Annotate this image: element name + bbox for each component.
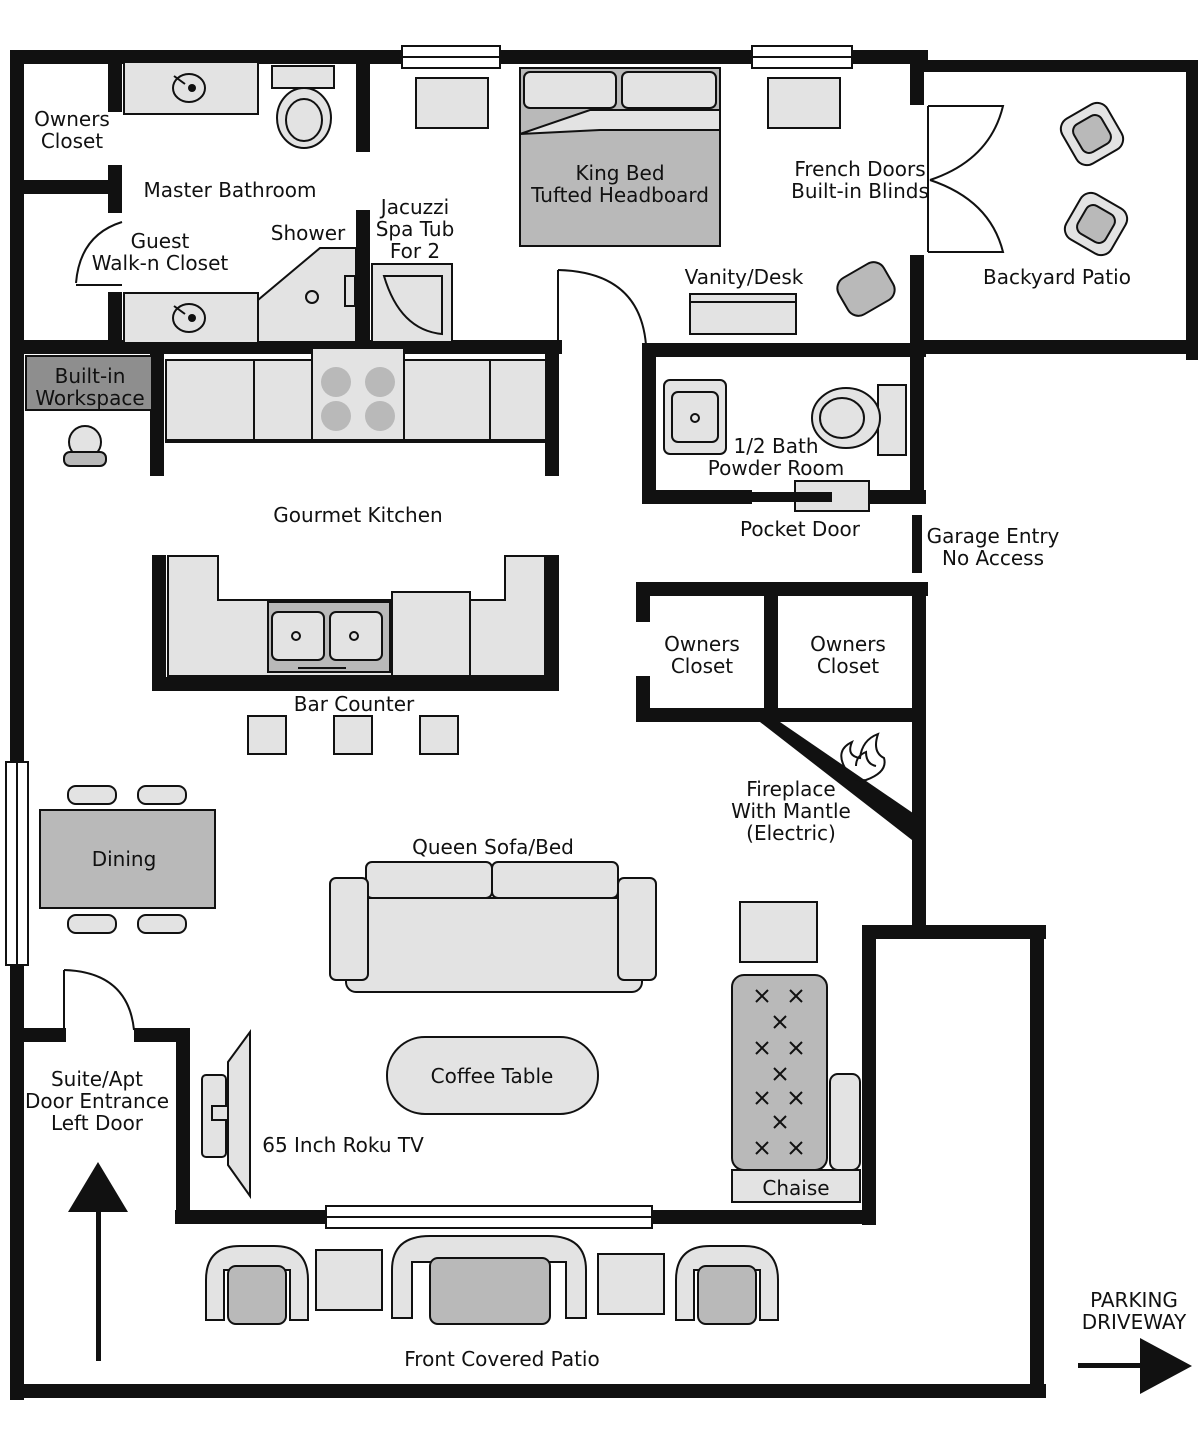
label-tv: 65 Inch Roku TV bbox=[262, 1133, 424, 1157]
label-fireplace-1: Fireplace bbox=[746, 777, 836, 801]
powder-room-fixtures bbox=[663, 379, 907, 456]
label-king-bed-2: Tufted Headboard bbox=[530, 183, 709, 207]
label-parking-1: PARKING bbox=[1090, 1288, 1178, 1312]
toilet-icon bbox=[271, 65, 335, 149]
label-bar-counter: Bar Counter bbox=[294, 692, 415, 716]
label-french-doors-2: Built-in Blinds bbox=[791, 179, 929, 203]
side-table bbox=[739, 901, 818, 963]
arrow-up-icon bbox=[68, 1162, 128, 1361]
label-shower: Shower bbox=[271, 221, 346, 245]
label-kitchen: Gourmet Kitchen bbox=[273, 503, 442, 527]
label-entrance-1: Suite/Apt bbox=[51, 1067, 143, 1091]
label-garage-1: Garage Entry bbox=[927, 524, 1060, 548]
kitchen-island bbox=[152, 555, 559, 691]
windows bbox=[5, 45, 853, 1229]
master-bath-fixtures bbox=[123, 61, 453, 344]
walls bbox=[10, 50, 1198, 1400]
kitchen-upper-counters bbox=[165, 347, 547, 443]
label-workspace-1: Built-in bbox=[55, 364, 126, 388]
king-bed bbox=[519, 67, 721, 247]
label-jacuzzi-2: Spa Tub bbox=[376, 217, 455, 241]
label-sofa: Queen Sofa/Bed bbox=[412, 835, 574, 859]
label-backyard: Backyard Patio bbox=[983, 265, 1131, 289]
arrow-right-icon bbox=[1078, 1338, 1192, 1394]
nightstand-left bbox=[415, 77, 489, 129]
label-vanity: Vanity/Desk bbox=[685, 265, 804, 289]
label-owners-closet-top-2: Closet bbox=[41, 129, 103, 153]
backyard-chairs bbox=[1059, 101, 1129, 257]
front-patio-furniture bbox=[205, 1235, 779, 1325]
label-jacuzzi-1: Jacuzzi bbox=[379, 195, 449, 219]
chair-icon bbox=[836, 261, 896, 317]
doors bbox=[63, 105, 1005, 1031]
jacuzzi-tub bbox=[371, 263, 453, 343]
label-closet-a-1: Owners bbox=[664, 632, 740, 656]
label-garage-2: No Access bbox=[942, 546, 1044, 570]
label-french-doors-1: French Doors bbox=[794, 157, 925, 181]
flame-icon bbox=[840, 732, 886, 782]
chaise bbox=[731, 974, 861, 1203]
labels: Owners Closet Master Bathroom Guest Walk… bbox=[25, 107, 1187, 1371]
built-in-workspace bbox=[25, 355, 153, 411]
label-fireplace-3: (Electric) bbox=[746, 821, 836, 845]
label-owners-closet-top-1: Owners bbox=[34, 107, 110, 131]
label-workspace-2: Workspace bbox=[35, 386, 144, 410]
queen-sofa bbox=[329, 861, 657, 993]
label-king-bed-1: King Bed bbox=[575, 161, 664, 185]
label-coffee-table: Coffee Table bbox=[431, 1064, 554, 1088]
label-half-bath-1: 1/2 Bath bbox=[733, 434, 818, 458]
shower bbox=[257, 247, 357, 343]
coffee-table bbox=[386, 1036, 599, 1115]
label-master-bathroom: Master Bathroom bbox=[144, 178, 317, 202]
label-guest-closet-2: Walk-n Closet bbox=[92, 251, 229, 275]
bar-stools bbox=[247, 715, 459, 755]
label-pocket-door: Pocket Door bbox=[740, 517, 861, 541]
dining-set bbox=[39, 785, 216, 934]
label-dining: Dining bbox=[92, 847, 157, 871]
label-entrance-2: Door Entrance bbox=[25, 1089, 169, 1113]
label-chaise: Chaise bbox=[762, 1176, 829, 1200]
label-half-bath-2: Powder Room bbox=[708, 456, 844, 480]
sink-icon bbox=[188, 84, 196, 92]
label-closet-b-2: Closet bbox=[817, 654, 879, 678]
vanity-desk bbox=[689, 293, 797, 335]
label-parking-2: DRIVEWAY bbox=[1082, 1310, 1187, 1334]
label-fireplace-2: With Mantle bbox=[731, 799, 851, 823]
nightstand-right bbox=[767, 77, 841, 129]
label-closet-a-2: Closet bbox=[671, 654, 733, 678]
label-jacuzzi-3: For 2 bbox=[390, 239, 440, 263]
label-closet-b-1: Owners bbox=[810, 632, 886, 656]
tv bbox=[201, 1028, 251, 1200]
label-front-patio: Front Covered Patio bbox=[404, 1347, 599, 1371]
label-entrance-3: Left Door bbox=[51, 1111, 144, 1135]
bedroom bbox=[415, 67, 896, 335]
workspace-chair bbox=[63, 425, 107, 467]
label-guest-closet-1: Guest bbox=[131, 229, 190, 253]
